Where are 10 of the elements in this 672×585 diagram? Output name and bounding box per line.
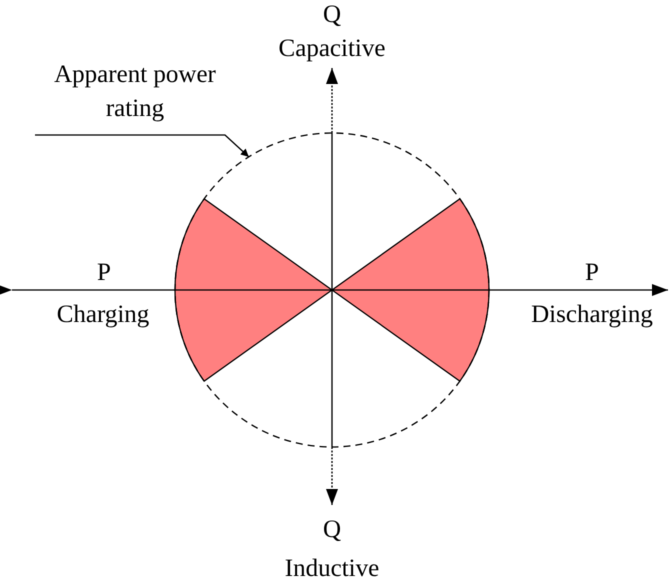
axis-label: Q bbox=[322, 2, 342, 27]
axis-label: P bbox=[585, 260, 599, 285]
leader-line bbox=[35, 134, 250, 158]
axis-label: Discharging bbox=[531, 302, 653, 327]
axis-label: Inductive bbox=[284, 556, 380, 581]
callout-text: Apparent power rating bbox=[53, 60, 217, 124]
axis-label: Capacitive bbox=[278, 36, 386, 61]
axis-label: P bbox=[97, 260, 111, 285]
axis-label: Q bbox=[322, 517, 342, 542]
axis-label: Charging bbox=[56, 302, 150, 327]
